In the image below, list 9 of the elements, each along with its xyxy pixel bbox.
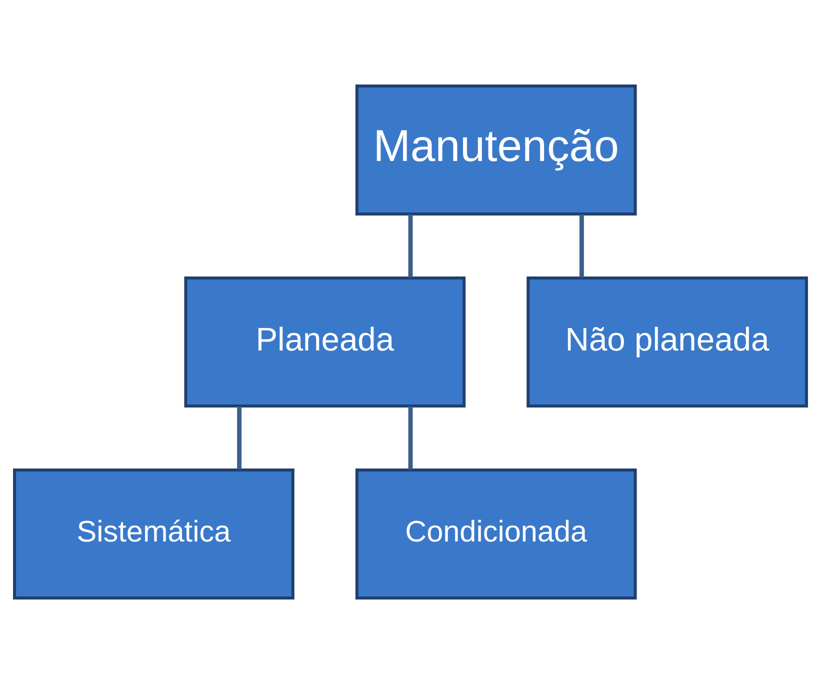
connector — [408, 406, 413, 470]
connector — [579, 214, 584, 278]
node-box: Planeada — [184, 276, 466, 408]
connector — [237, 406, 242, 470]
connector — [408, 214, 413, 278]
node-box: Manutenção — [355, 84, 637, 216]
node-box: Sistemática — [13, 468, 294, 600]
node-box: Não planeada — [526, 276, 808, 408]
node-box: Condicionada — [355, 468, 637, 600]
